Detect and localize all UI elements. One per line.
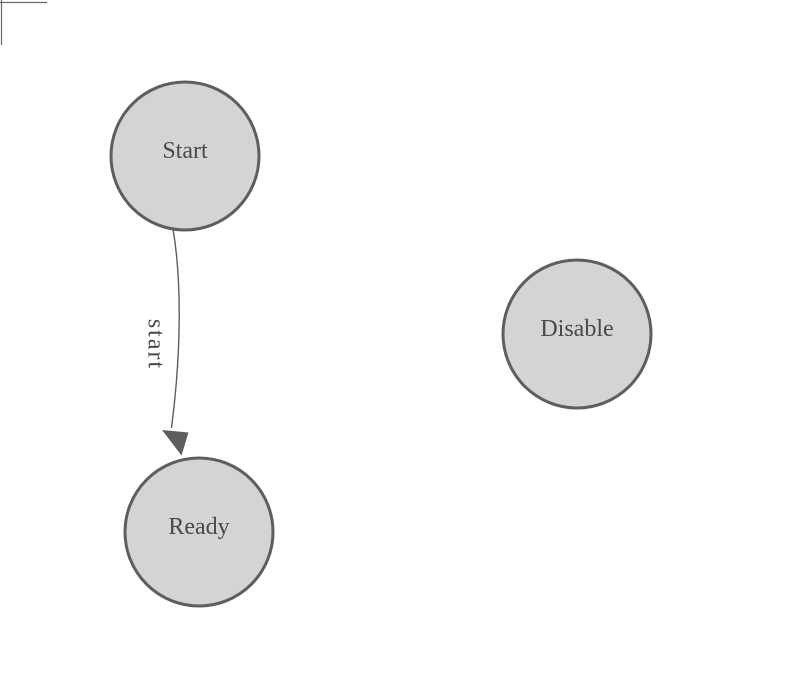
state-label-start: Start	[162, 138, 208, 164]
state-node-start[interactable]: Start	[109, 80, 261, 232]
state-circle-ready[interactable]	[123, 456, 275, 608]
state-node-ready[interactable]: Ready	[123, 456, 275, 608]
state-circle-start[interactable]	[109, 80, 261, 232]
edge-path[interactable]	[170, 228, 180, 429]
canvas-corner-mark-icon	[0, 0, 47, 45]
edge-label: start	[143, 319, 169, 370]
transition-edge-start-to-ready[interactable]: start	[143, 228, 189, 456]
state-node-disable[interactable]: Disable	[501, 258, 653, 410]
state-label-disable: Disable	[540, 316, 613, 342]
arrowhead-icon	[162, 430, 189, 456]
state-circle-disable[interactable]	[501, 258, 653, 410]
state-label-ready: Ready	[168, 514, 229, 540]
